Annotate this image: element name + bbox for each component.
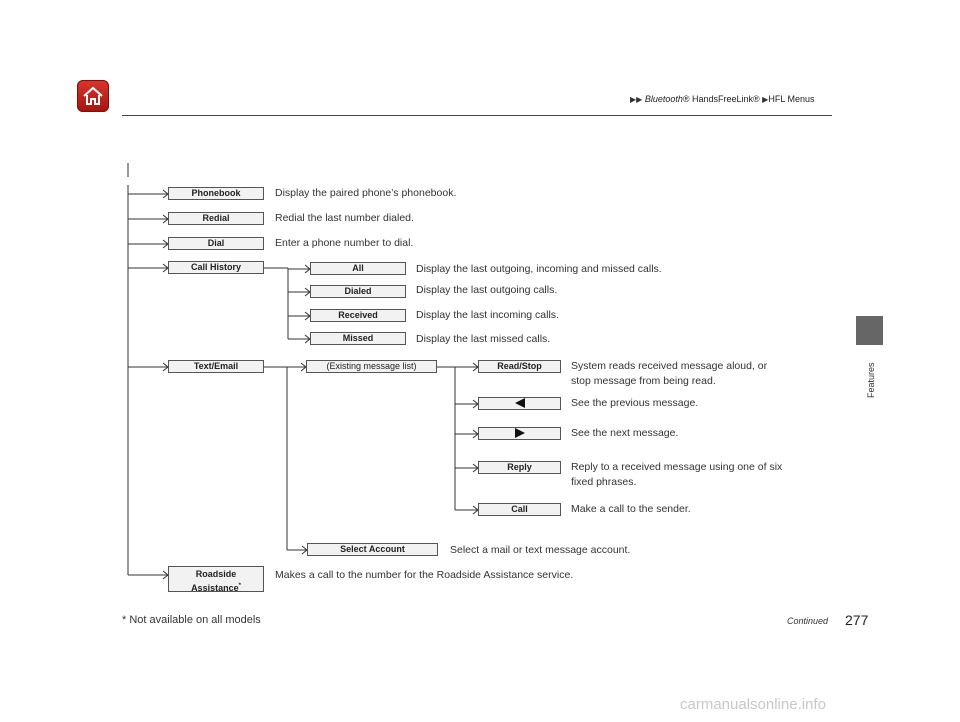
page-number: 277: [845, 612, 869, 628]
read-stop-desc-line2: stop message from being read.: [571, 375, 716, 387]
breadcrumb-hfl[interactable]: ® HandsFreeLink®: [682, 94, 760, 104]
menu-reply[interactable]: Reply: [478, 461, 561, 474]
breadcrumb-bluetooth[interactable]: Bluetooth: [644, 94, 683, 104]
read-stop-desc: System reads received message aloud, or …: [571, 359, 767, 389]
breadcrumb-arrow-icon: ▶: [762, 95, 769, 104]
home-button[interactable]: [77, 80, 109, 112]
menu-call[interactable]: Call: [478, 503, 561, 516]
footnote: * Not available on all models: [122, 614, 261, 626]
menu-call-history-received[interactable]: Received: [310, 309, 406, 322]
call-history-received-desc: Display the last incoming calls.: [416, 309, 559, 321]
breadcrumb-arrow-icon: ▶▶: [630, 95, 643, 104]
continued-label: Continued: [787, 616, 829, 626]
reply-desc: Reply to a received message using one of…: [571, 460, 782, 490]
menu-text-email[interactable]: Text/Email: [168, 360, 264, 373]
home-icon: [83, 86, 103, 105]
menu-phonebook[interactable]: Phonebook: [168, 187, 264, 200]
phonebook-desc: Display the paired phone’s phonebook.: [275, 187, 457, 199]
menu-call-history[interactable]: Call History: [168, 261, 264, 274]
call-history-missed-desc: Display the last missed calls.: [416, 333, 551, 345]
menu-message-list[interactable]: (Existing message list): [306, 360, 437, 373]
menu-call-history-dialed[interactable]: Dialed: [310, 285, 406, 298]
menu-next-message[interactable]: [478, 427, 561, 440]
menu-previous-message[interactable]: [478, 397, 561, 410]
reply-desc-line2: fixed phrases.: [571, 476, 637, 488]
section-tab[interactable]: [856, 316, 883, 345]
menu-select-account[interactable]: Select Account: [307, 543, 438, 556]
call-desc: Make a call to the sender.: [571, 503, 691, 515]
breadcrumb: ▶▶ Bluetooth® HandsFreeLink® ▶HFL Menus: [630, 94, 815, 104]
watermark: carmanualsonline.info: [680, 696, 826, 713]
menu-read-stop[interactable]: Read/Stop: [478, 360, 561, 373]
read-stop-desc-line1: System reads received message aloud, or: [571, 360, 768, 372]
call-history-dialed-desc: Display the last outgoing calls.: [416, 284, 558, 296]
previous-message-desc: See the previous message.: [571, 397, 699, 409]
dial-desc: Enter a phone number to dial.: [275, 237, 414, 249]
select-account-desc: Select a mail or text message account.: [450, 544, 631, 556]
menu-dial[interactable]: Dial: [168, 237, 264, 250]
triangle-right-icon: [514, 428, 525, 439]
menu-call-history-all[interactable]: All: [310, 262, 406, 275]
redial-desc: Redial the last number dialed.: [275, 212, 414, 224]
roadside-label-line2: Assistance*: [191, 583, 241, 593]
roadside-label-line1: Roadside: [195, 569, 237, 579]
menu-redial[interactable]: Redial: [168, 212, 264, 225]
roadside-desc: Makes a call to the number for the Roads…: [275, 569, 574, 581]
menu-roadside-assistance[interactable]: Roadside Assistance*: [168, 566, 264, 593]
header-divider: [122, 115, 832, 116]
menu-call-history-missed[interactable]: Missed: [310, 332, 406, 345]
next-message-desc: See the next message.: [571, 427, 679, 439]
triangle-left-icon: [514, 398, 525, 409]
reply-desc-line1: Reply to a received message using one of…: [571, 461, 783, 473]
breadcrumb-hfl-menus[interactable]: HFL Menus: [768, 94, 815, 104]
call-history-all-desc: Display the last outgoing, incoming and …: [416, 263, 662, 275]
